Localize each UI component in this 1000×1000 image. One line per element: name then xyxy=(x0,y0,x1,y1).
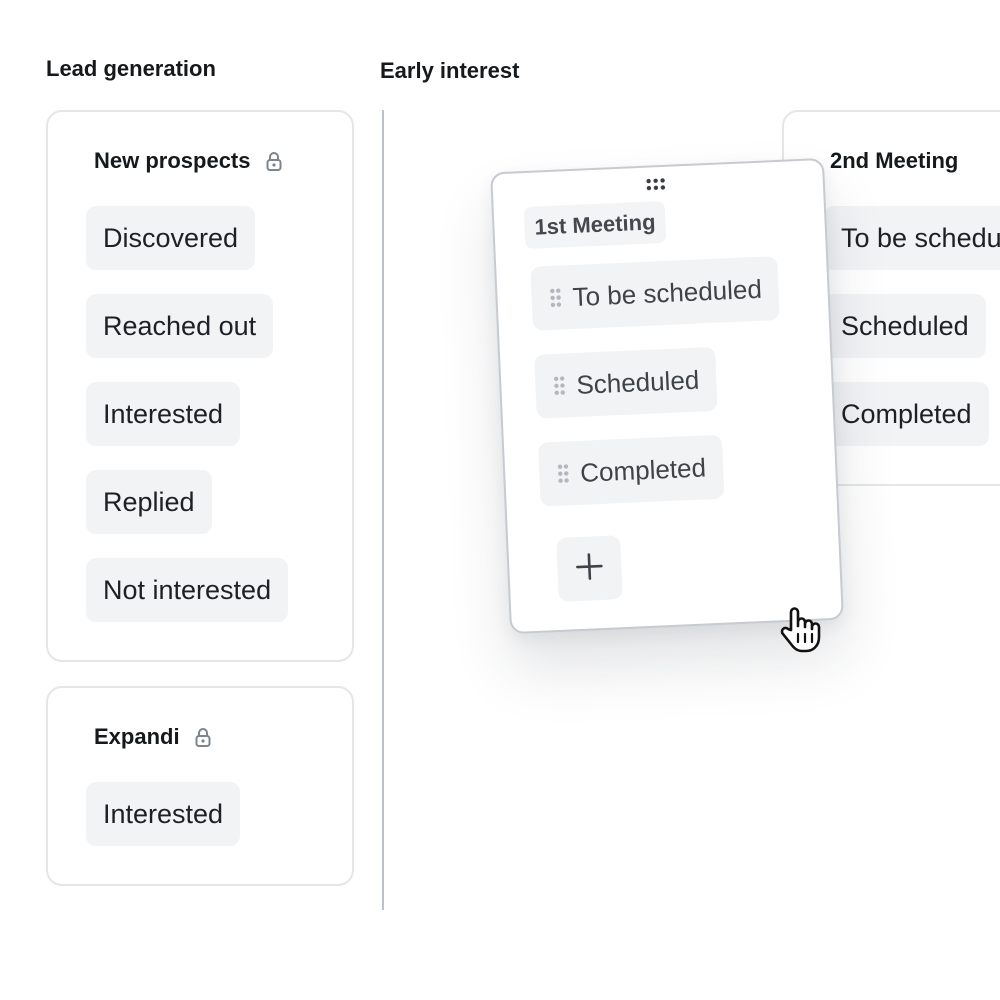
column-title-lead-generation: Lead generation xyxy=(46,56,216,81)
stage-chip[interactable]: Reached out xyxy=(86,294,274,358)
dragging-group-card-1st-meeting[interactable]: 1st Meeting To be scheduled Scheduled xyxy=(490,157,844,635)
stage-chip[interactable]: Interested xyxy=(86,782,241,846)
stage-label: Scheduled xyxy=(575,364,700,400)
stage-chip[interactable]: Interested xyxy=(86,382,241,446)
stage-label: To be scheduled xyxy=(571,273,763,312)
stage-chip[interactable]: Completed xyxy=(824,382,989,446)
lock-icon xyxy=(263,150,285,172)
stage-label: Completed xyxy=(579,451,707,488)
lock-icon xyxy=(192,726,214,748)
stage-chip[interactable]: Scheduled xyxy=(534,346,718,419)
add-stage-button[interactable] xyxy=(556,535,623,602)
group-header: New prospects xyxy=(94,148,285,174)
group-name: Expandi xyxy=(94,724,180,749)
stage-chip[interactable]: Replied xyxy=(86,470,212,534)
drag-handle-icon[interactable] xyxy=(644,177,667,197)
hand-pointer-icon xyxy=(776,604,824,661)
group-card-expandi: Expandi Interested xyxy=(46,686,354,886)
group-card-2nd-meeting: 2nd Meeting To be scheduled Scheduled Co… xyxy=(782,110,1000,486)
stage-chip[interactable]: Completed xyxy=(537,434,725,507)
grip-dots-icon[interactable] xyxy=(556,462,571,485)
group-name: New prospects xyxy=(94,148,251,173)
stage-chip[interactable]: Scheduled xyxy=(824,294,986,358)
stage-chip[interactable]: To be scheduled xyxy=(530,256,781,331)
grip-dots-icon[interactable] xyxy=(548,286,563,309)
column-title-early-interest: Early interest xyxy=(380,58,520,83)
column-divider xyxy=(382,110,384,910)
group-name: 1st Meeting xyxy=(523,200,667,250)
group-card-new-prospects: New prospects Discovered Reached out Int… xyxy=(46,110,354,662)
group-header: Expandi xyxy=(94,724,214,750)
stage-chip[interactable]: To be scheduled xyxy=(824,206,1000,270)
plus-icon xyxy=(574,550,605,586)
stage-chip[interactable]: Not interested xyxy=(86,558,289,622)
group-name: 2nd Meeting xyxy=(830,148,959,173)
grip-dots-icon[interactable] xyxy=(552,374,567,397)
group-header: 2nd Meeting xyxy=(830,148,958,174)
stage-chip[interactable]: Discovered xyxy=(86,206,256,270)
